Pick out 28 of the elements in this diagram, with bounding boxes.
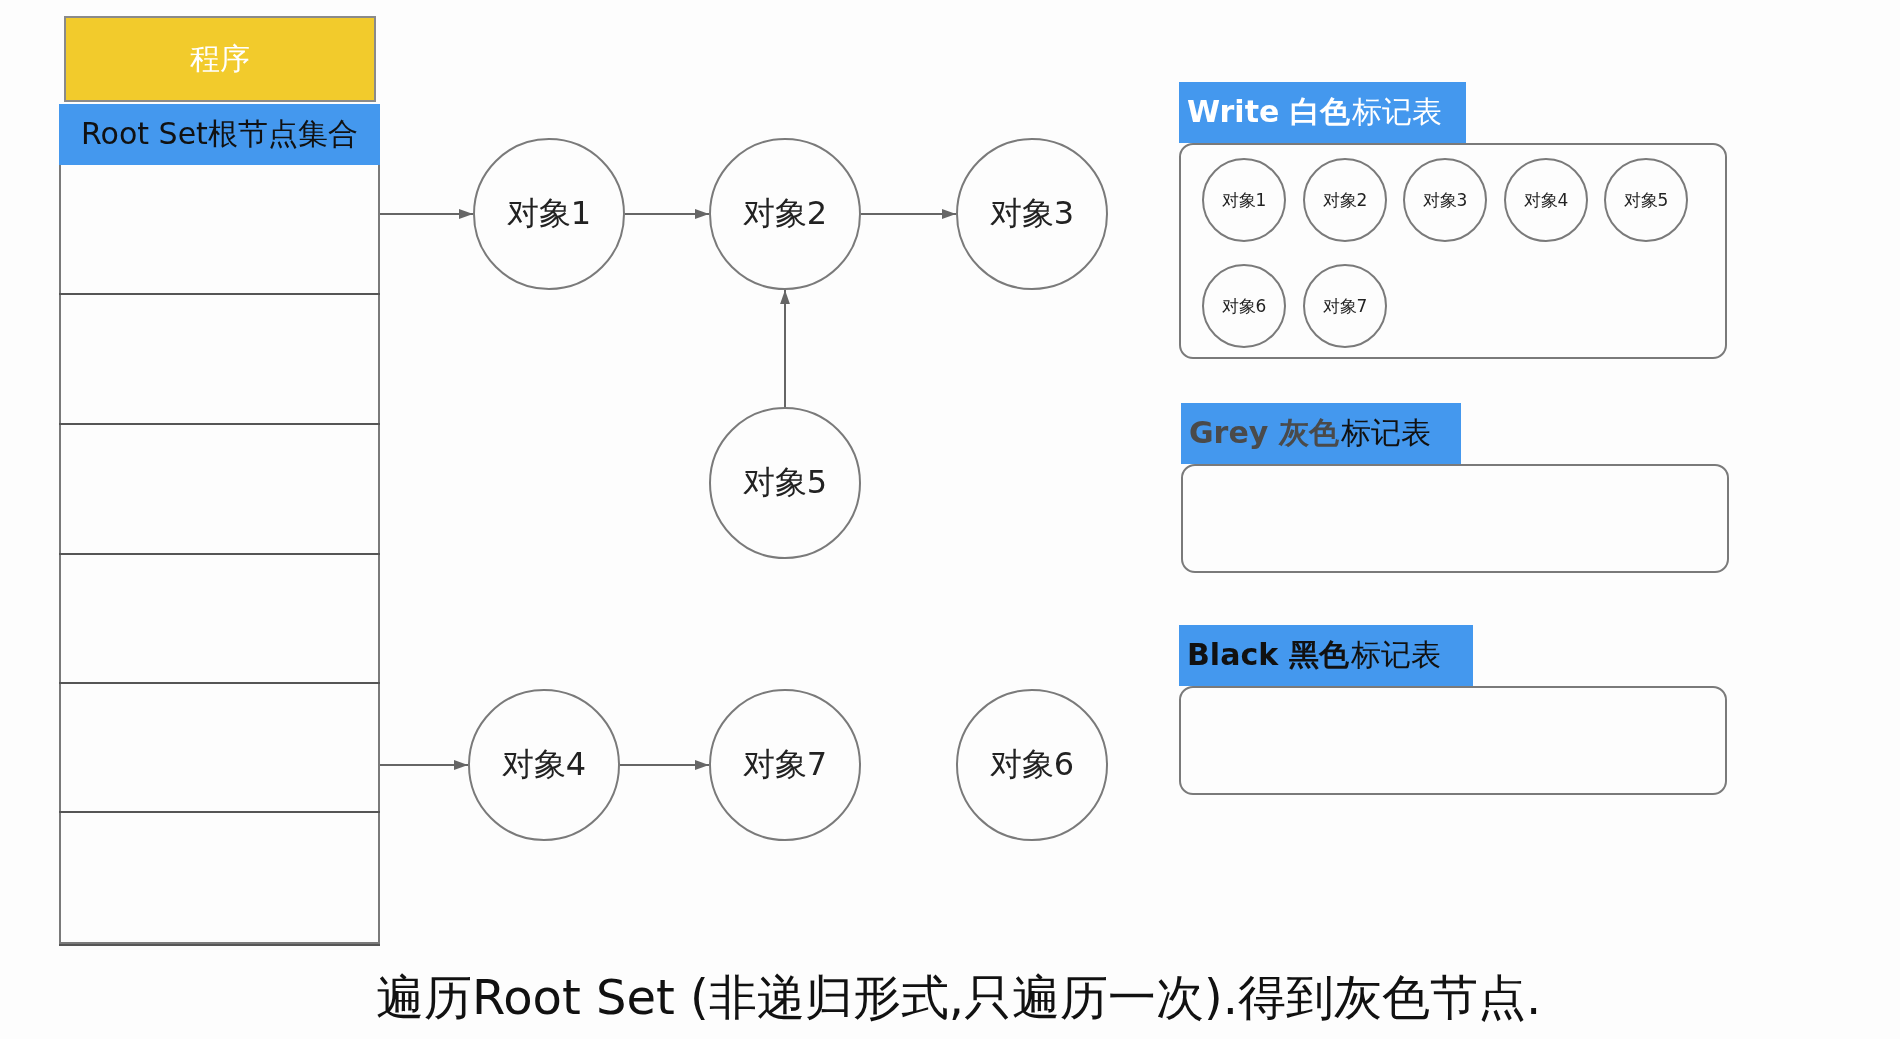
table-header: Black 黑色标记表 — [1179, 625, 1473, 686]
object-label: 对象7 — [1322, 294, 1368, 318]
object-label: 对象3 — [1422, 188, 1468, 212]
arrow — [379, 209, 474, 219]
object-label: 对象6 — [1221, 294, 1267, 318]
object-label: 对象2 — [1322, 188, 1368, 212]
object-label: 对象4 — [1523, 188, 1569, 212]
table-header: Grey 灰色标记表 — [1181, 403, 1461, 464]
arrow — [619, 760, 710, 770]
object-label: 对象2 — [742, 193, 828, 234]
arrow — [860, 209, 957, 219]
object-label: 对象5 — [1623, 188, 1669, 212]
object-label: 对象1 — [1221, 188, 1267, 212]
object-label: 对象6 — [989, 744, 1075, 785]
arrow — [624, 209, 710, 219]
object-label: 对象4 — [501, 744, 587, 785]
table-header: Root Set根节点集合 — [59, 104, 380, 165]
caption: 遍历Root Set (非递归形式,只遍历一次).得到灰色节点. — [376, 968, 1542, 1027]
root-set-table — [59, 104, 380, 944]
arrow — [379, 760, 469, 770]
program-box — [64, 16, 376, 102]
arrow — [780, 289, 790, 408]
object-label: 对象1 — [506, 193, 592, 234]
object-label: 对象5 — [742, 462, 828, 503]
box-title: 程序 — [190, 39, 250, 78]
table-header: Write 白色标记表 — [1179, 82, 1466, 143]
object-label: 对象7 — [742, 744, 828, 785]
object-label: 对象3 — [989, 193, 1075, 234]
